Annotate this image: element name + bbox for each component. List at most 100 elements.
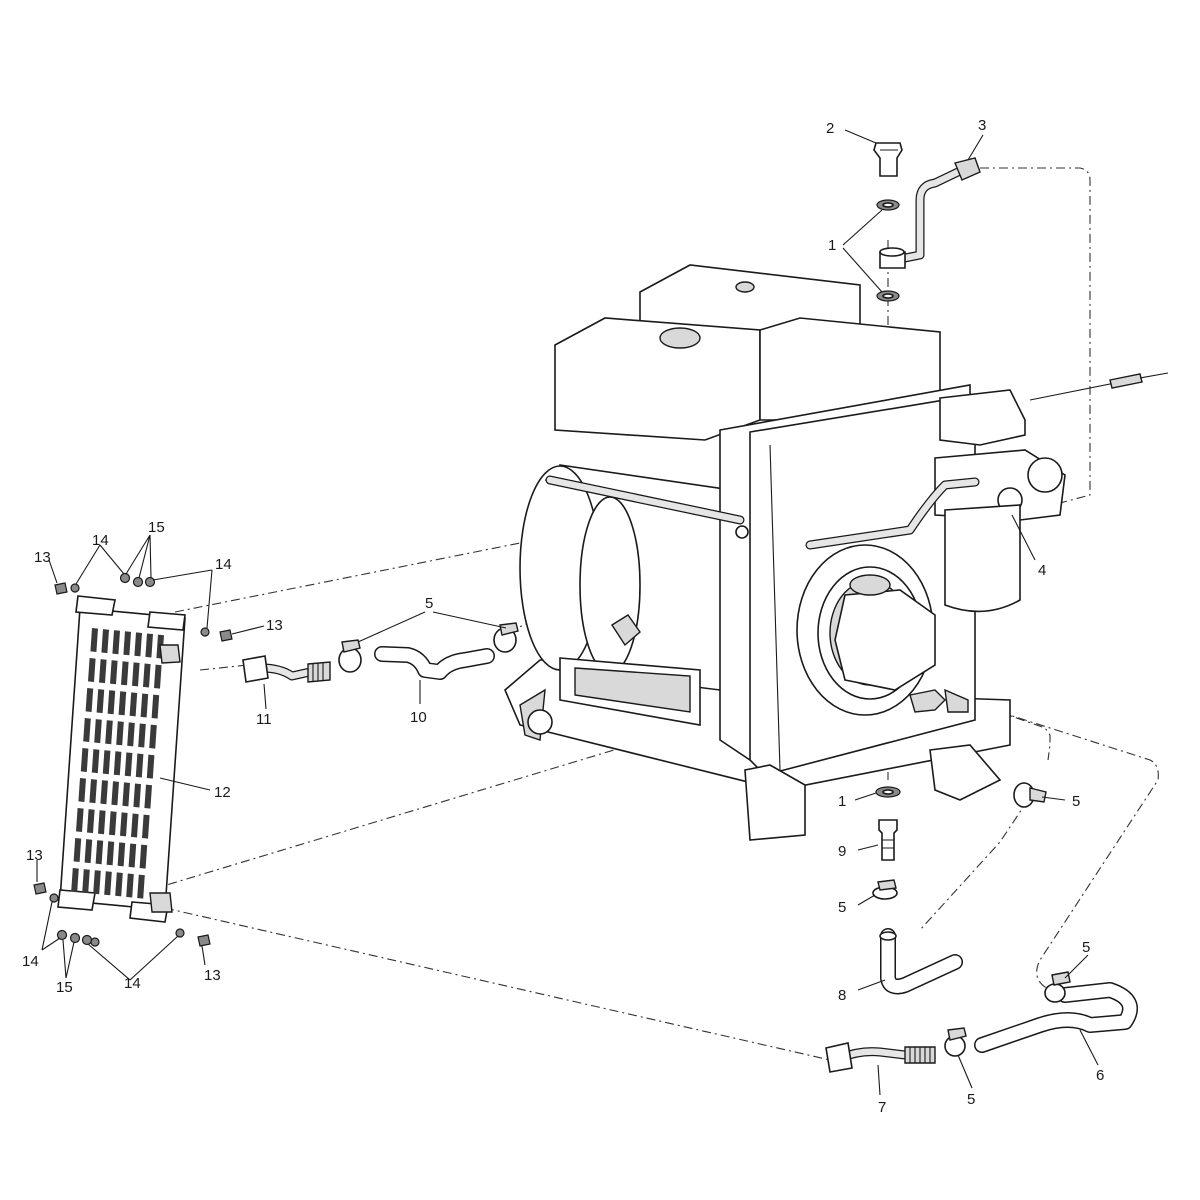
callout-3: 3	[978, 117, 986, 134]
cooler-slot	[140, 693, 149, 718]
callout-6: 6	[1096, 1067, 1104, 1084]
cooler-slot	[123, 631, 131, 656]
cooler-slot	[102, 750, 111, 775]
cooler-slot	[104, 871, 112, 896]
cooler-slot	[98, 810, 106, 835]
callout-10: 10	[410, 709, 427, 726]
cooler-slot	[138, 723, 146, 748]
callout-1: 1	[828, 237, 836, 254]
oil-cooler	[57, 595, 186, 923]
callout-14: 14	[92, 532, 109, 549]
cooler-slot	[93, 870, 101, 895]
callout-11: 11	[256, 711, 272, 728]
callout-13: 13	[34, 549, 51, 566]
cooler-slot	[112, 630, 120, 655]
cooler-slot	[71, 868, 79, 892]
cooler-slot	[105, 720, 113, 745]
cooler-slot	[117, 842, 126, 867]
cooler-slot	[78, 778, 86, 802]
cooler-slot	[80, 748, 89, 772]
cooler-slot	[113, 751, 122, 776]
callout-4: 4	[1038, 562, 1046, 579]
cooler-slot	[99, 659, 107, 684]
cooler-slot	[107, 690, 116, 715]
cooler-slot	[128, 843, 137, 868]
cooler-slot	[142, 814, 150, 839]
lower-fitting-stack	[872, 786, 963, 995]
cooler-slot	[106, 841, 115, 866]
cooler-slot	[121, 661, 129, 686]
cooler-slot	[94, 719, 102, 744]
cooler-slot	[131, 813, 139, 838]
cooler-slot	[90, 628, 98, 652]
cooler-slot	[73, 838, 82, 862]
cooler-slot	[122, 782, 130, 807]
callout-labels: 2 3 1 4 1 9 5 5 5 5 5 8 6 7 10 11 12 13 …	[22, 117, 1104, 1116]
callout-15: 15	[56, 979, 73, 996]
cooler-slot	[151, 694, 160, 719]
cooler-slot	[134, 632, 142, 657]
cooler-slot	[83, 718, 91, 742]
cooler-slot	[76, 808, 84, 832]
cooler-slot	[109, 811, 117, 836]
cooler-slot	[133, 783, 141, 808]
callout-5: 5	[1082, 939, 1090, 956]
callout-13: 13	[266, 617, 283, 634]
leader-lines	[36, 129, 1099, 1096]
callout-5: 5	[1072, 793, 1080, 810]
cooler-slot	[111, 781, 119, 806]
callout-5: 5	[838, 899, 846, 916]
cooler-slot	[100, 780, 108, 805]
cooler-slot	[154, 664, 162, 689]
cooler-slot	[144, 784, 152, 809]
callout-14: 14	[124, 975, 141, 992]
callout-13: 13	[204, 967, 221, 984]
callout-5: 5	[425, 595, 433, 612]
cooler-slot	[137, 874, 145, 899]
callout-7: 7	[878, 1099, 886, 1116]
cooler-slot	[135, 753, 144, 778]
upper-hose-assembly	[242, 622, 519, 683]
callout-9: 9	[838, 843, 846, 860]
callout-12: 12	[214, 784, 231, 801]
cooler-slot	[96, 689, 105, 714]
cooler-slot	[127, 722, 135, 747]
cooler-slot	[82, 869, 90, 894]
cooler-slot	[145, 633, 153, 658]
cooler-slot	[132, 662, 140, 687]
cooler-slot	[84, 839, 93, 864]
lower-elbow-fitting	[825, 1027, 967, 1073]
cooler-slot	[149, 724, 157, 749]
callout-5: 5	[967, 1091, 975, 1108]
callout-14: 14	[22, 953, 39, 970]
cooler-slot	[120, 812, 128, 837]
cooler-slot	[126, 873, 134, 898]
cooler-slot	[101, 629, 109, 654]
callout-14: 14	[215, 556, 232, 573]
cooler-slot	[95, 840, 104, 865]
callout-1: 1	[838, 793, 846, 810]
cooler-slot	[146, 754, 155, 779]
cooler-slot	[129, 692, 138, 717]
cooler-slot	[139, 844, 148, 869]
banjo-fitting-assembly	[873, 142, 981, 302]
cooler-slot	[85, 688, 94, 712]
cooler-slot	[110, 660, 118, 685]
cooler-slot	[116, 721, 124, 746]
cooler-fins	[71, 628, 164, 899]
cooler-slot	[143, 663, 151, 688]
mounting-hardware	[33, 572, 233, 947]
engine-pump-assembly	[504, 264, 1169, 841]
callout-2: 2	[826, 120, 834, 137]
cooler-slot	[87, 809, 95, 834]
cooler-slot	[88, 658, 96, 682]
cooler-slot	[91, 749, 100, 774]
callout-13: 13	[26, 847, 43, 864]
right-hose-assembly	[974, 782, 1138, 1053]
cooler-slot	[124, 752, 133, 777]
cooler-slot	[118, 691, 127, 716]
cooler-slot	[89, 779, 97, 804]
cooler-slot	[115, 872, 123, 897]
